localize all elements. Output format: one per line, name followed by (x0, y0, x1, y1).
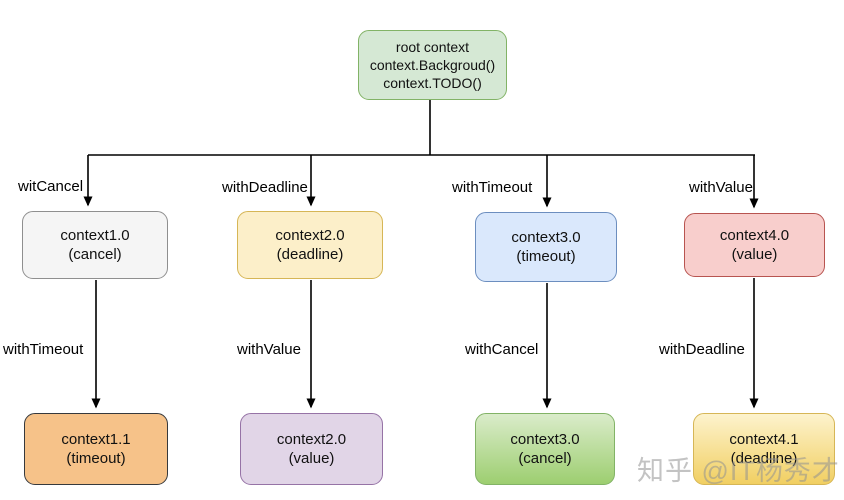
node-subtitle: (cancel) (518, 450, 572, 467)
zhihu-watermark: 知乎 @IT杨秀才 (637, 456, 840, 486)
root-line-2: context.Backgroud() (369, 57, 496, 73)
node-title: context2.0 (276, 431, 347, 448)
root-line-3: context.TODO() (383, 75, 482, 91)
node-subtitle: (deadline) (730, 450, 798, 467)
node-subtitle: (timeout) (516, 248, 576, 265)
edge-label-witcancel: witCancel (18, 178, 84, 195)
node-context3-0-cancel: context3.0 (cancel) (475, 413, 615, 485)
node-root-context: root context context.Backgroud() context… (358, 30, 507, 100)
root-line-1: root context (395, 39, 470, 55)
connector-root-bus (88, 100, 755, 156)
node-context4-0: context4.0 (value) (684, 213, 825, 277)
edge-label-withdeadline-2: withDeadline (659, 341, 745, 358)
node-context2-0-value: context2.0 (value) (240, 413, 383, 485)
node-title: context4.0 (719, 227, 790, 244)
edge-label-withcancel-2: withCancel (465, 341, 539, 358)
node-subtitle: (timeout) (66, 450, 126, 467)
node-title: context2.0 (275, 227, 345, 244)
node-context2-0: context2.0 (deadline) (237, 211, 383, 279)
node-context1-0: context1.0 (cancel) (22, 211, 168, 279)
node-title: context4.1 (729, 431, 799, 448)
node-subtitle: (deadline) (276, 246, 344, 263)
node-subtitle: (cancel) (68, 246, 122, 263)
edge-label-withvalue-2: withValue (237, 341, 301, 358)
node-context4-1: context4.1 (deadline) (693, 413, 835, 485)
node-context3-0: context3.0 (timeout) (475, 212, 617, 282)
edge-label-withvalue: withValue (689, 179, 753, 196)
node-context1-1: context1.1 (timeout) (24, 413, 168, 485)
node-title: context3.0 (510, 431, 580, 448)
edge-label-withtimeout: withTimeout (452, 179, 533, 196)
node-title: context1.0 (60, 227, 130, 244)
node-title: context3.0 (511, 229, 581, 246)
edge-label-withtimeout-2: withTimeout (3, 341, 84, 358)
node-title: context1.1 (61, 431, 131, 448)
edge-label-withdeadline: withDeadline (222, 179, 308, 196)
node-subtitle: (value) (731, 246, 778, 263)
node-subtitle: (value) (288, 450, 335, 467)
